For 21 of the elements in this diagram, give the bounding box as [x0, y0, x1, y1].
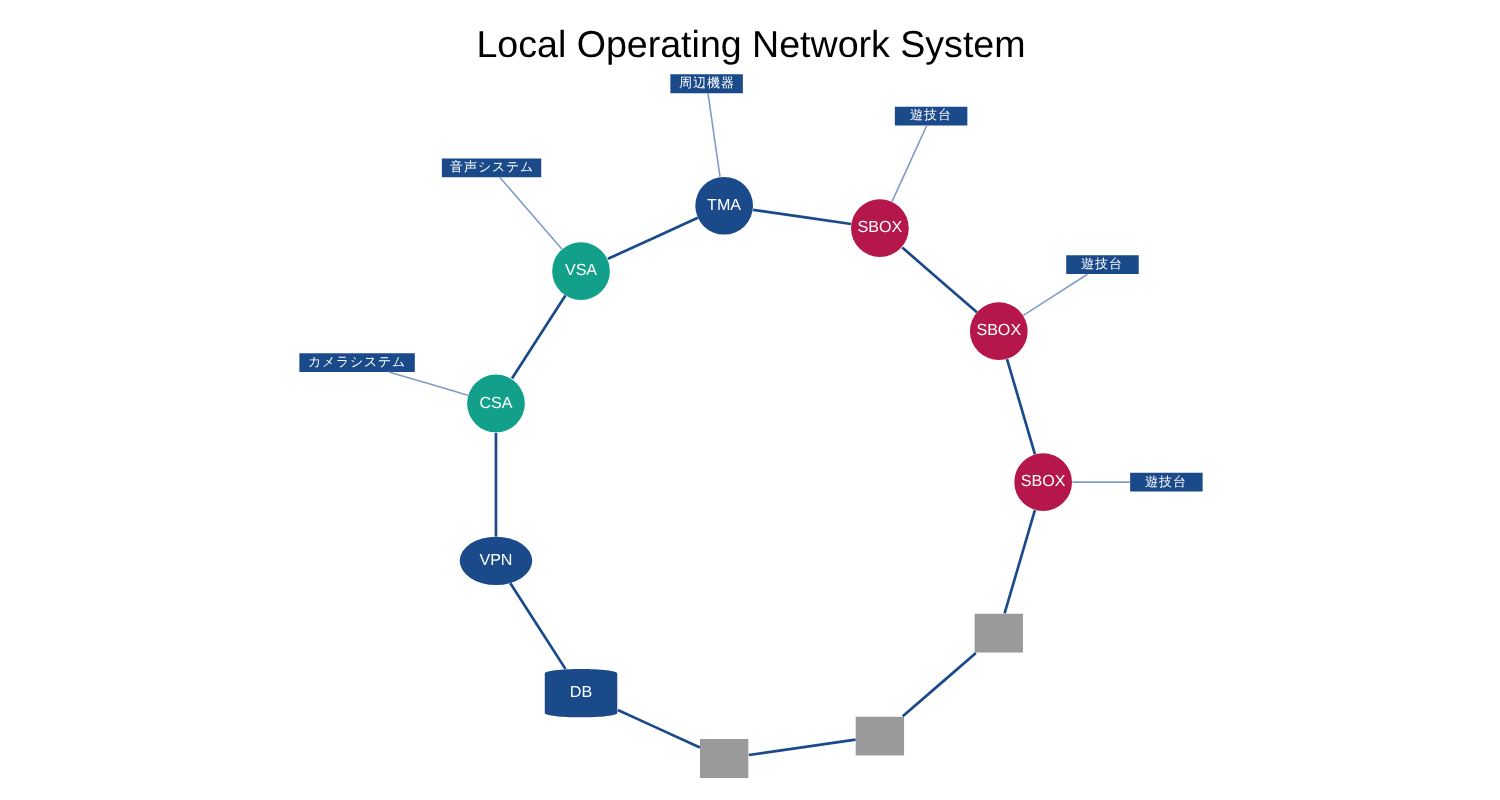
connector: [493, 432, 497, 537]
connector: [509, 294, 566, 380]
connector: [616, 708, 700, 749]
connector: [1002, 509, 1036, 614]
connector: [706, 92, 720, 178]
connector: [751, 208, 851, 226]
connector: [497, 176, 562, 250]
connector: [1021, 273, 1088, 317]
connector: [890, 124, 927, 203]
connector: [1004, 358, 1036, 455]
connector: [900, 651, 976, 718]
node-box: [973, 613, 1022, 653]
node-box: [854, 716, 904, 756]
connector: [387, 371, 468, 397]
connector: [508, 582, 566, 670]
connector: [747, 738, 855, 757]
connector: [1070, 481, 1130, 483]
node-box: [699, 739, 748, 778]
connector: [900, 246, 977, 314]
diagram-title: Local Operating Network System: [475, 23, 1025, 66]
connector: [606, 216, 698, 261]
